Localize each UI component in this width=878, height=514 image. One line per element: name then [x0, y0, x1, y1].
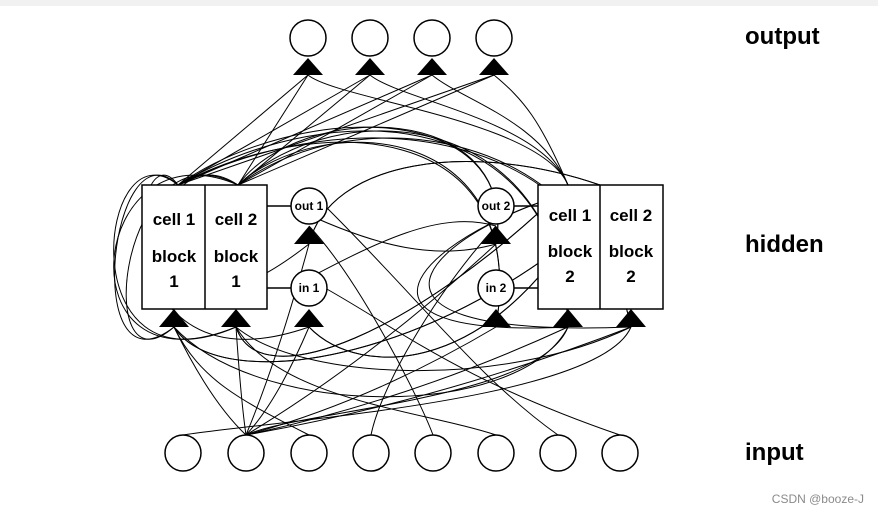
block1-cell1-label: cell 1: [153, 210, 196, 229]
block2-cell1-input-arrow: [553, 309, 583, 327]
hidden-layer-label: hidden: [745, 231, 824, 258]
block2-gates: out 2 in 2: [477, 187, 515, 327]
block2-cell2-input-arrow: [616, 309, 646, 327]
connection-line-11: [431, 74, 569, 186]
connection-line-6: [237, 74, 371, 186]
output-arrow-4: [479, 58, 509, 75]
output-unit-2: [351, 19, 389, 57]
out1-gate-label: out 1: [295, 199, 324, 213]
connection-line-46: [289, 221, 497, 289]
connection-line-10: [369, 74, 569, 186]
output-layer: [289, 19, 513, 75]
connection-line-54: [182, 326, 632, 436]
output-arrow-1: [293, 58, 323, 75]
connection-line-2: [177, 74, 371, 186]
connection-line-14: [235, 326, 247, 436]
connection-line-13: [173, 326, 247, 436]
in2-gate: [477, 269, 515, 307]
in2-gate-arrow: [481, 309, 511, 327]
output-unit-1: [289, 19, 327, 57]
block1-cell1-block-word: block: [152, 247, 197, 266]
watermark: CSDN @booze-J: [771, 492, 864, 506]
connection-line-50: [370, 225, 497, 436]
top-edge-strip: [0, 0, 878, 6]
out2-gate: [477, 187, 515, 225]
out2-gate-arrow: [481, 226, 511, 244]
in2-gate-label: in 2: [486, 281, 507, 295]
input-unit-1: [164, 434, 202, 472]
connection-line-48: [324, 205, 559, 436]
block2-cell1-block-num: 2: [565, 267, 574, 286]
connection-line-20: [245, 326, 632, 436]
input-unit-3: [290, 434, 328, 472]
out1-gate: [290, 187, 328, 225]
block1-cell1-input-arrow: [159, 309, 189, 327]
in1-gate-arrow: [294, 309, 324, 327]
block1-cell2-input-arrow: [221, 309, 251, 327]
connection-line-1: [177, 74, 309, 186]
connection-line-18: [245, 243, 497, 436]
block1-cell2-label: cell 2: [215, 210, 258, 229]
connection-line-12: [493, 74, 569, 186]
connection-line-41: [428, 184, 632, 329]
input-unit-8: [601, 434, 639, 472]
memory-block-1: cell 1 block 1 cell 2 block 1: [141, 184, 291, 327]
connection-line-51: [173, 326, 310, 436]
block2-cell1-label: cell 1: [549, 206, 592, 225]
block1-cell1-block-num: 1: [169, 272, 178, 291]
out1-gate-arrow: [294, 226, 324, 244]
connection-line-31: [237, 126, 499, 245]
connection-line-55: [235, 326, 632, 372]
in1-gate-label: in 1: [299, 281, 320, 295]
block2-cell1-block-word: block: [548, 242, 593, 261]
connection-line-53: [245, 326, 569, 436]
connection-line-56: [173, 326, 569, 398]
input-unit-7: [539, 434, 577, 472]
input-unit-5: [414, 434, 452, 472]
connection-line-32: [237, 141, 501, 328]
connection-line-47: [324, 287, 621, 436]
block2-cell2-label: cell 2: [610, 206, 653, 225]
output-layer-label: output: [745, 23, 820, 50]
connection-line-21: [114, 174, 179, 340]
output-arrow-3: [417, 58, 447, 75]
output-arrow-2: [355, 58, 385, 75]
input-unit-2: [227, 434, 265, 472]
memory-block-2: cell 1 block 2 cell 2 block 2: [514, 184, 664, 327]
connection-line-7: [237, 74, 433, 186]
out2-gate-label: out 2: [482, 199, 511, 213]
input-layer: [164, 434, 639, 472]
connection-line-8: [237, 74, 495, 186]
connection-line-15: [245, 326, 310, 436]
output-unit-4: [475, 19, 513, 57]
block1-cell2-block-num: 1: [231, 272, 240, 291]
input-layer-label: input: [745, 439, 804, 466]
connection-line-19: [245, 326, 569, 436]
connection-line-52: [235, 326, 497, 436]
block2-cell2-block-num: 2: [626, 267, 635, 286]
input-unit-4: [352, 434, 390, 472]
connection-line-9: [307, 74, 569, 186]
output-unit-3: [413, 19, 451, 57]
block2-cell2-block-word: block: [609, 242, 654, 261]
input-unit-6: [477, 434, 515, 472]
connection-line-5: [237, 74, 309, 186]
connection-line-24: [113, 174, 239, 340]
connection-line-49: [308, 225, 434, 436]
block1-gates: out 1 in 1: [290, 187, 328, 327]
block1-cell2-block-word: block: [214, 247, 259, 266]
connection-line-45: [289, 205, 497, 252]
in1-gate: [290, 269, 328, 307]
connections: [113, 74, 632, 436]
